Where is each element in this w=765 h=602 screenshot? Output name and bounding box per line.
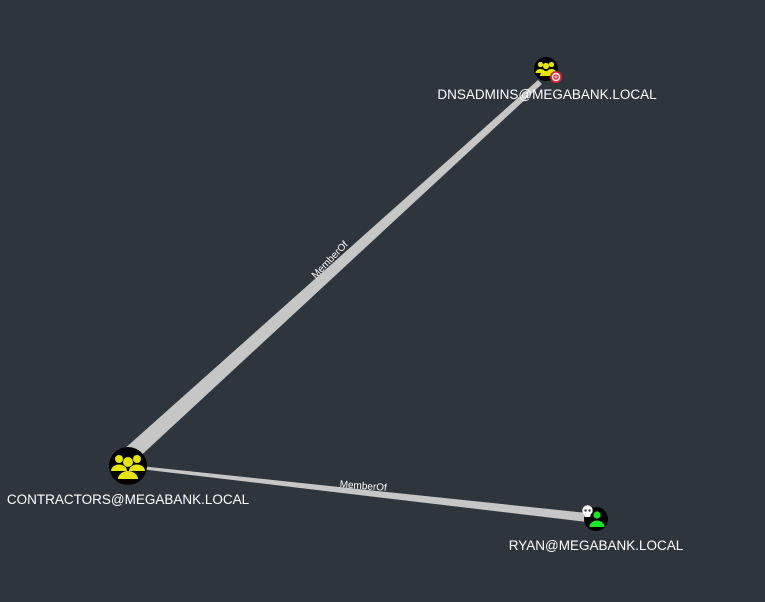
target-icon <box>550 71 562 83</box>
node-dnsadmins[interactable]: DNSADMINS@MEGABANK.LOCAL <box>437 57 657 102</box>
node-label[interactable]: RYAN@MEGABANK.LOCAL <box>509 538 684 553</box>
node-label[interactable]: DNSADMINS@MEGABANK.LOCAL <box>437 87 657 102</box>
group-icon <box>111 455 145 479</box>
group-icon <box>535 61 557 76</box>
edge-contractors-dnsadmins[interactable]: MemberOf <box>122 80 542 462</box>
edge-line[interactable] <box>122 80 542 462</box>
node-label[interactable]: CONTRACTORS@MEGABANK.LOCAL <box>7 492 250 507</box>
node-contractors[interactable]: CONTRACTORS@MEGABANK.LOCAL <box>7 447 250 507</box>
user-icon <box>589 511 605 527</box>
edge-line[interactable] <box>140 466 587 522</box>
skull-icon <box>582 505 593 517</box>
edge-label: MemberOf <box>339 479 387 494</box>
edge-contractors-ryan[interactable]: MemberOf <box>140 466 587 522</box>
node-ryan[interactable]: RYAN@MEGABANK.LOCAL <box>509 505 684 553</box>
